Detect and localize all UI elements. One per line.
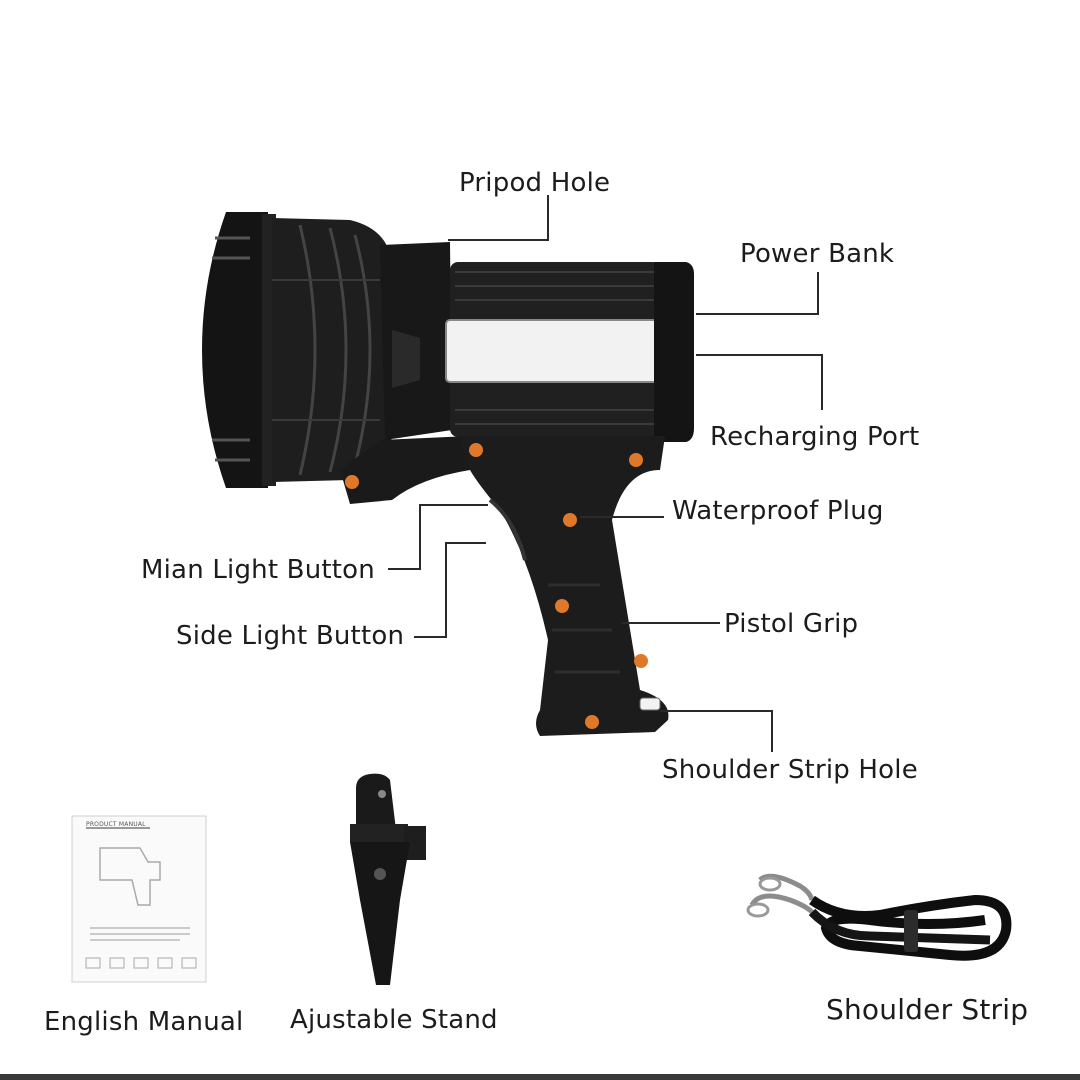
manual-booklet	[71, 815, 207, 983]
shoulder-strip	[746, 873, 1012, 961]
manual-heading: PRODUCT MANUAL	[86, 821, 146, 828]
shoulder-strip-label: Shoulder Strip	[826, 993, 1029, 1026]
main-light-button-label: Mian Light Button	[141, 555, 375, 585]
stand	[350, 773, 426, 985]
recharging-port-label: Recharging Port	[710, 422, 920, 452]
pistol-grip-label: Pistol Grip	[724, 609, 859, 639]
adjustable-stand-label: Ajustable Stand	[290, 1005, 498, 1035]
side-light-button-label: Side Light Button	[176, 621, 405, 651]
english-manual-label: English Manual	[44, 1007, 244, 1037]
callout-lines	[388, 195, 823, 752]
power-bank-label: Power Bank	[740, 239, 895, 269]
waterproof-plug-label: Waterproof Plug	[672, 496, 884, 526]
shoulder-strip-hole-label: Shoulder Strip Hole	[662, 755, 918, 785]
pripod-hole-label: Pripod Hole	[459, 168, 611, 198]
bottom-rule	[0, 1074, 1080, 1080]
spotlight	[202, 212, 694, 736]
